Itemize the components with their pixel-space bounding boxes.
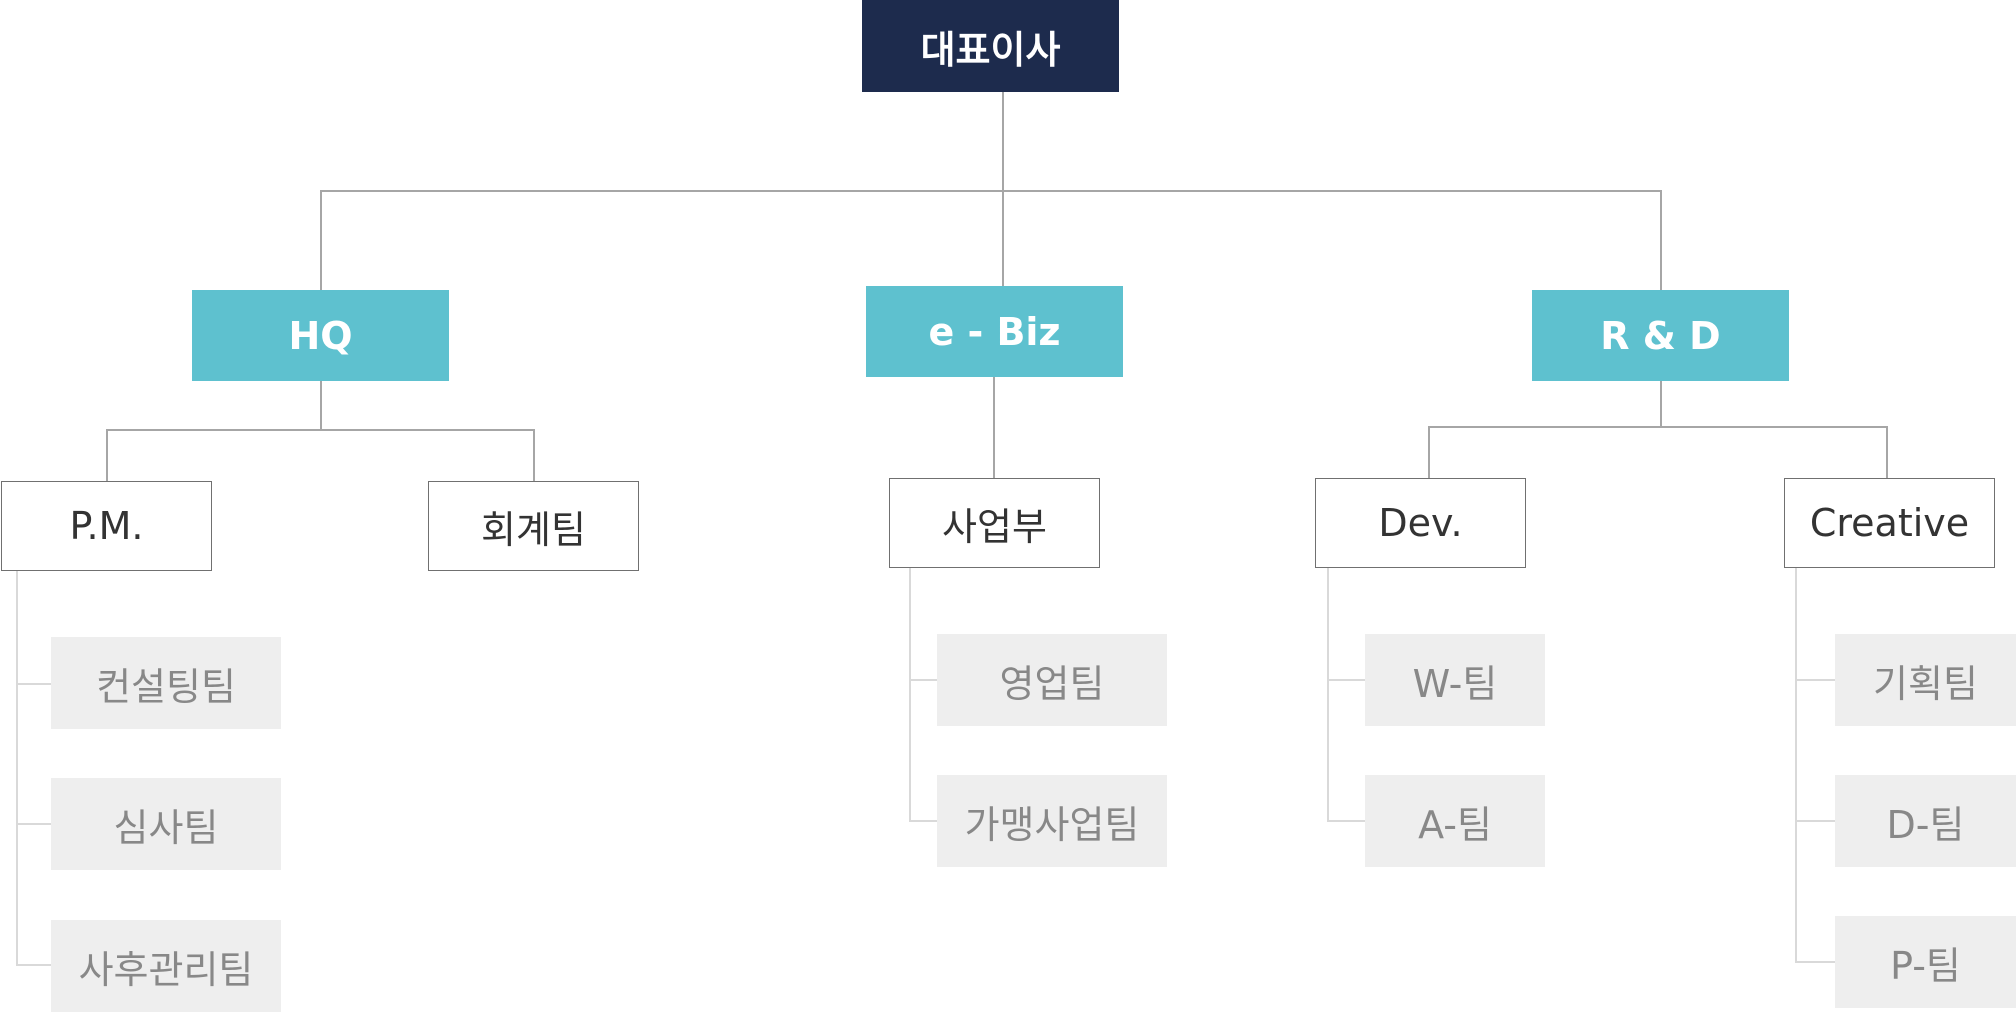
connector-business-teams-spine — [909, 567, 911, 821]
connector-creative-team-3 — [1795, 961, 1835, 963]
connector-rnd-stem — [1660, 381, 1662, 427]
ceo-box: 대표이사 — [862, 0, 1119, 92]
division-ebiz: e - Biz — [866, 286, 1123, 377]
unit-pm: P.M. — [1, 481, 212, 571]
connector-rnd-drop — [1660, 190, 1662, 290]
team-consulting: 컨설팅팀 — [51, 637, 281, 729]
team-p: P-팀 — [1835, 916, 2016, 1008]
unit-business: 사업부 — [889, 478, 1100, 568]
connector-pm-team-2 — [16, 823, 51, 825]
team-w: W-팀 — [1365, 634, 1545, 726]
team-sales: 영업팀 — [937, 634, 1167, 726]
connector-dev-teams-spine — [1327, 567, 1329, 821]
connector-hq-drop — [320, 190, 322, 290]
team-d: D-팀 — [1835, 775, 2016, 867]
team-franchise: 가맹사업팀 — [937, 775, 1167, 867]
connector-pm-team-3 — [16, 964, 51, 966]
connector-creative-team-2 — [1795, 820, 1835, 822]
connector-accounting-drop — [533, 429, 535, 481]
connector-hq-stem — [320, 381, 322, 430]
connector-pm-teams-spine — [16, 570, 18, 965]
connector-creative-team-1 — [1795, 679, 1835, 681]
connector-pm-drop — [106, 429, 108, 481]
connector-creative-teams-spine — [1795, 567, 1797, 962]
connector-rnd-bar — [1428, 426, 1888, 428]
division-hq: HQ — [192, 290, 449, 381]
unit-accounting: 회계팀 — [428, 481, 639, 571]
connector-creative-drop — [1886, 426, 1888, 478]
team-aftercare: 사후관리팀 — [51, 920, 281, 1012]
connector-business-team-2 — [909, 820, 937, 822]
connector-dev-team-1 — [1327, 679, 1365, 681]
team-review: 심사팀 — [51, 778, 281, 870]
division-rnd: R & D — [1532, 290, 1789, 381]
connector-ebiz-stem — [993, 377, 995, 478]
connector-ceo-trunk — [1002, 92, 1004, 286]
connector-dev-drop — [1428, 426, 1430, 478]
connector-business-team-1 — [909, 679, 937, 681]
connector-hq-bar — [106, 429, 535, 431]
connector-dev-team-2 — [1327, 820, 1365, 822]
connector-division-bar — [320, 190, 1662, 192]
team-planning: 기획팀 — [1835, 634, 2016, 726]
team-a: A-팀 — [1365, 775, 1545, 867]
connector-pm-team-1 — [16, 683, 51, 685]
unit-creative: Creative — [1784, 478, 1995, 568]
unit-dev: Dev. — [1315, 478, 1526, 568]
